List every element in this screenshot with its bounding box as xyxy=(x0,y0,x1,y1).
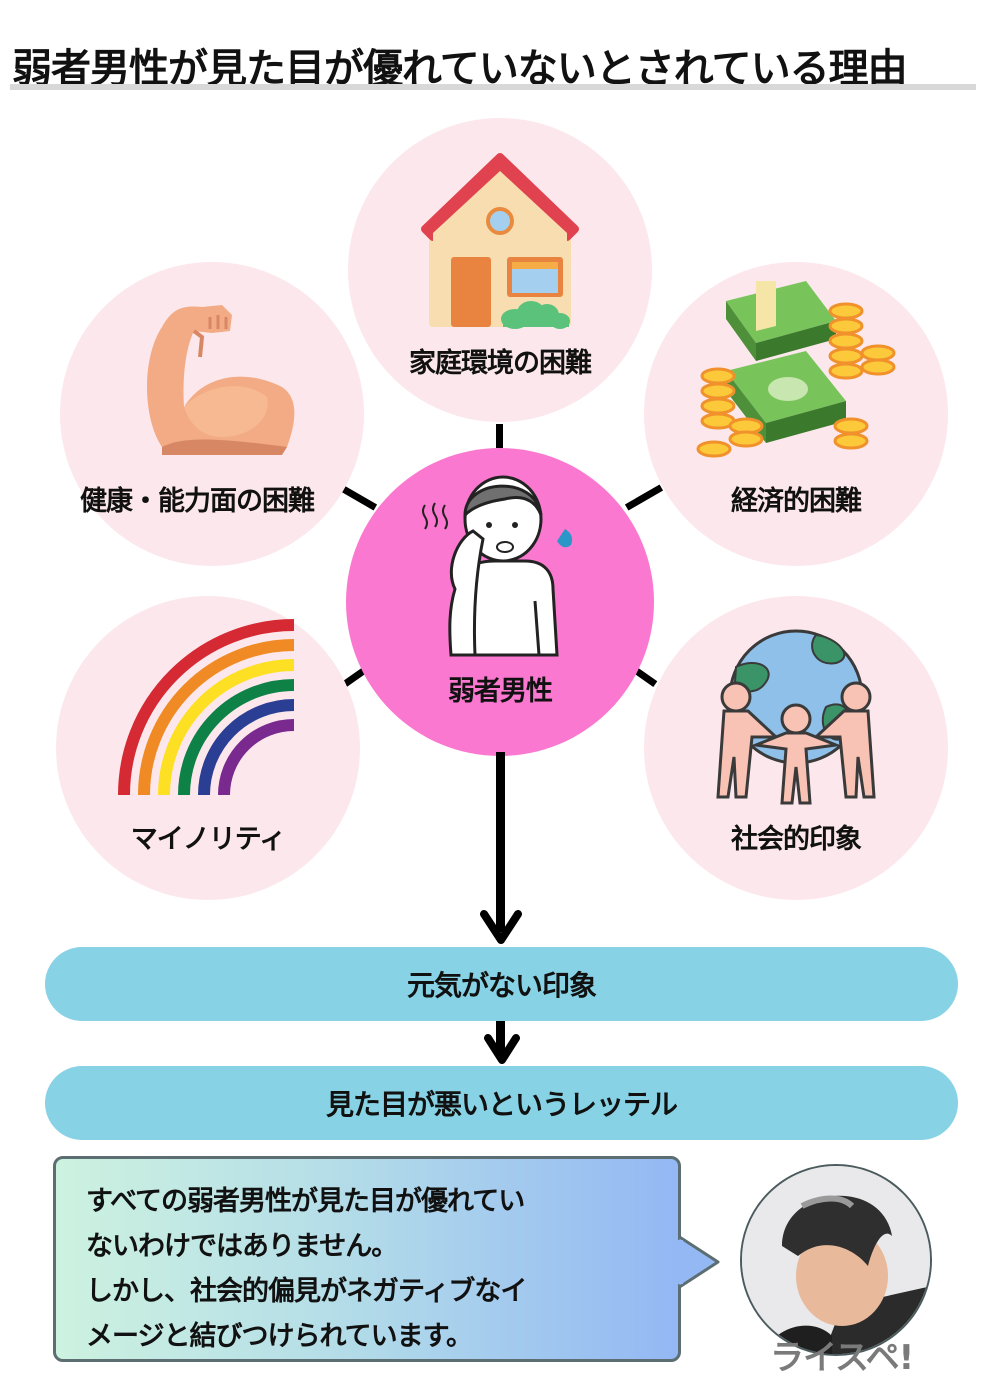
bubble-tail xyxy=(678,1234,720,1290)
arrow-line-main xyxy=(496,752,505,932)
comment-line: すべての弱者男性が見た目が優れてい xyxy=(86,1186,525,1217)
flow-step-label: 元気がない印象 xyxy=(406,969,597,1002)
arrow-down-icon xyxy=(484,1034,520,1064)
title-underline xyxy=(10,84,976,90)
factor-label: 健康・能力面の困難 xyxy=(80,486,315,517)
factor-social: 社会的印象 xyxy=(644,596,948,900)
connector-top xyxy=(496,424,503,448)
comment-line: メージと結びつけられています。 xyxy=(86,1321,473,1352)
site-watermark: ライスペ! xyxy=(770,1338,914,1378)
arrow-line-second xyxy=(496,1021,505,1057)
factor-label: マイノリティ xyxy=(130,824,286,855)
center-weak-man: 弱者男性 xyxy=(346,448,654,756)
house-icon xyxy=(421,153,579,329)
flow-step-2: 見た目が悪いというレッテル xyxy=(45,1066,958,1140)
factor-health: 健康・能力面の困難 xyxy=(60,262,364,566)
sweating-man-icon xyxy=(422,475,573,657)
factor-money: 経済的困難 xyxy=(644,262,948,566)
arrow-down-icon xyxy=(480,910,522,944)
factor-home: 家庭環境の困難 xyxy=(348,118,652,422)
author-avatar xyxy=(740,1164,932,1356)
flexed-arm-icon xyxy=(147,305,295,455)
money-coins-icon xyxy=(696,281,896,458)
center-label: 弱者男性 xyxy=(448,676,553,707)
factor-label: 家庭環境の困難 xyxy=(409,348,592,379)
factor-label: 経済的困難 xyxy=(731,486,862,517)
rainbow-icon xyxy=(118,619,295,796)
factor-label: 社会的印象 xyxy=(731,824,862,855)
flow-step-label: 見た目が悪いというレッテル xyxy=(325,1088,678,1121)
connector-upper-left xyxy=(338,484,378,511)
author-photo-icon xyxy=(742,1166,930,1354)
factor-minority: マイノリティ xyxy=(56,596,360,900)
flow-step-1: 元気がない印象 xyxy=(45,947,958,1021)
people-globe-icon xyxy=(716,629,876,805)
comment-line: ないわけではありません。 xyxy=(86,1231,398,1262)
comment-bubble: すべての弱者男性が見た目が優れてい ないわけではありません。 しかし、社会的偏見… xyxy=(53,1156,681,1362)
comment-line: しかし、社会的偏見がネガティブなイ xyxy=(86,1276,527,1307)
connector-upper-right xyxy=(624,484,664,511)
